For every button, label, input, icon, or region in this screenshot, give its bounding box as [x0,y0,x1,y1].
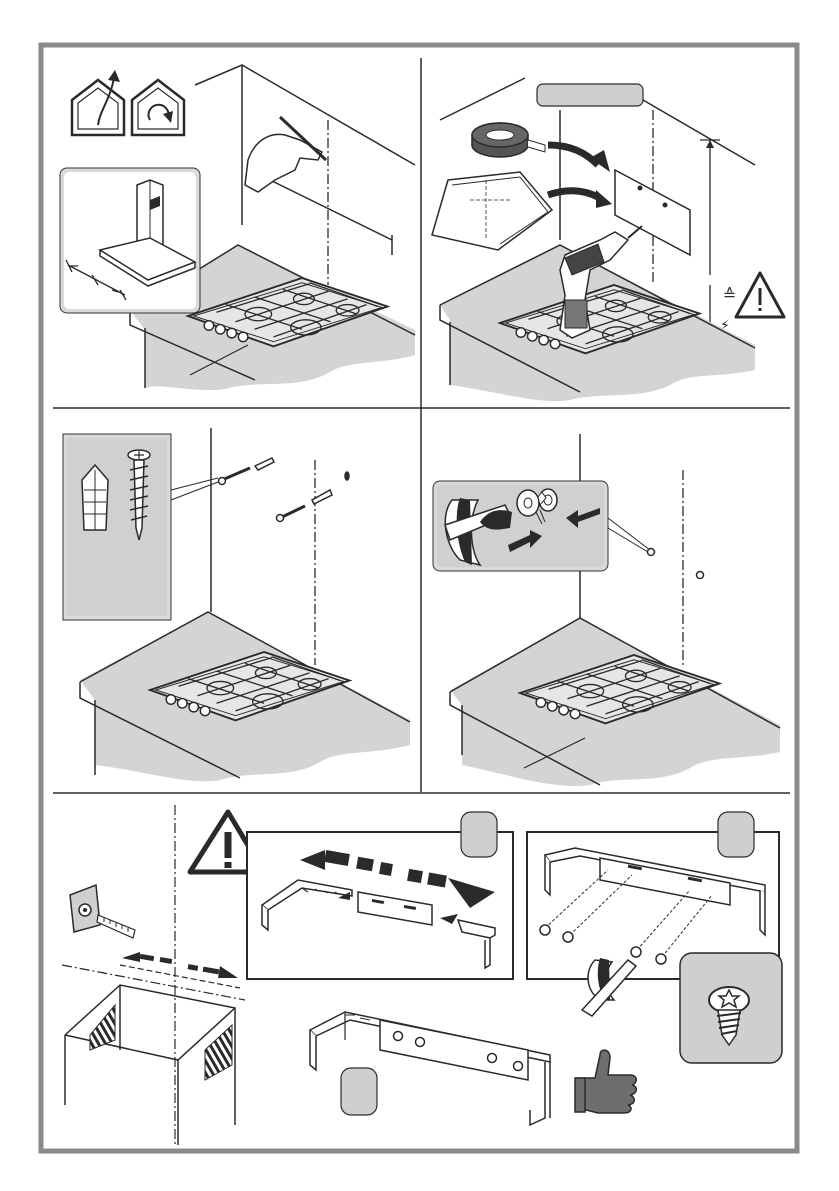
thumbs-up-icon [575,1050,636,1113]
step-5-panel [62,805,782,1145]
paper-template-icon [432,172,552,250]
step-number-badge [461,812,497,857]
plug-screw-inset [63,434,171,620]
step-3-panel [63,428,410,781]
house-exhaust-icon [72,70,124,135]
flame-symbol-icon: ≙ [723,285,736,304]
step-2-panel: ≙ ⚡ [432,78,784,401]
hand-pencil-icon [245,117,326,192]
step-1-panel [60,65,415,390]
screwdriver-icon [582,958,636,1016]
adhesive-tape-icon [472,123,545,157]
step-4-panel [433,434,780,786]
step-number-badge [341,1068,377,1115]
warning-triangle-icon [736,273,784,317]
step-label-badge [537,84,643,106]
tape-measure-icon [70,885,135,938]
bracket-extend-box [247,812,513,979]
screw-closeup-icon [680,953,782,1063]
washer-screw-inset [433,481,608,571]
step-number-badge [718,812,754,857]
house-recirculate-icon [132,80,184,135]
hood-dimension-inset [60,168,200,313]
